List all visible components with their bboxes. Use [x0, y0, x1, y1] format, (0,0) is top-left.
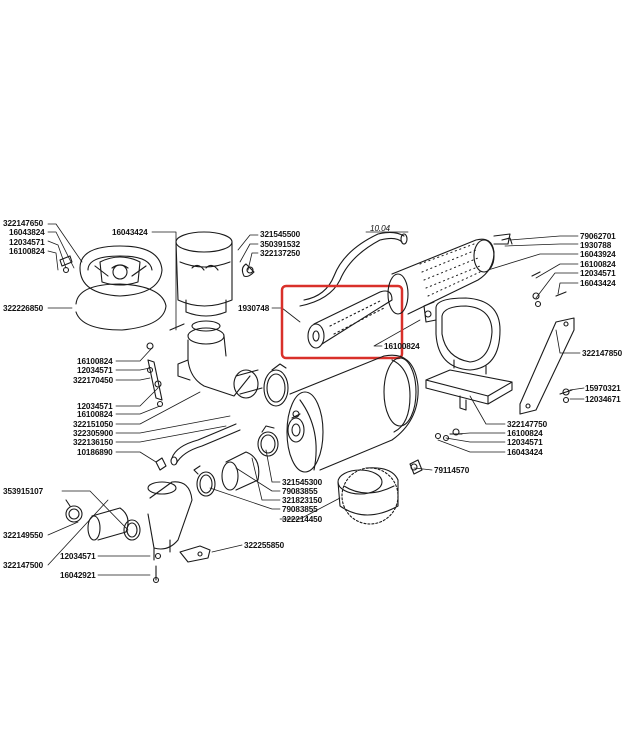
vacuator-tube-part[interactable]	[170, 423, 241, 466]
inlet-elbow-part[interactable]	[177, 327, 263, 399]
lower-elbow-part[interactable]	[147, 481, 193, 561]
lower-clamp-a-part[interactable]	[65, 499, 83, 523]
part-label-12034571[interactable]: 12034571	[77, 366, 113, 375]
part-label-16043424[interactable]: 16043424	[112, 228, 148, 237]
inner-tube-1930748-part[interactable]	[307, 290, 393, 349]
hose-clamp-mid-part[interactable]	[257, 425, 279, 457]
part-label-322149550[interactable]: 322149550	[3, 531, 44, 540]
part-label-322170450[interactable]: 322170450	[73, 376, 114, 385]
bracket-base-part[interactable]	[425, 359, 513, 411]
precleaner-cap-part[interactable]	[175, 231, 233, 332]
part-label-322137250[interactable]: 322137250	[260, 249, 301, 258]
reference-10-04: 10.04	[370, 224, 390, 233]
cover-plate-part[interactable]	[79, 245, 163, 297]
part-label-10186890[interactable]: 10186890	[77, 448, 113, 457]
part-label-1930788[interactable]: 1930788	[580, 241, 612, 250]
part-label-322136150[interactable]: 322136150	[73, 438, 114, 447]
part-label-16100824[interactable]: 16100824	[9, 247, 45, 256]
hose-sleeve-part[interactable]	[221, 451, 260, 491]
part-label-12034571[interactable]: 12034571	[60, 552, 96, 561]
fasteners-group[interactable]	[59, 237, 573, 584]
part-label-79114570[interactable]: 79114570	[434, 466, 470, 475]
safety-cartridge-part[interactable]	[387, 233, 511, 315]
part-label-12034571[interactable]: 12034571	[507, 438, 543, 447]
hose-clamp-upper-part[interactable]	[263, 363, 289, 407]
main-filter-housing-part[interactable]	[286, 354, 419, 473]
small-hose-part[interactable]	[241, 263, 255, 278]
part-label-16100824[interactable]: 16100824	[384, 342, 420, 351]
part-label-16100824[interactable]: 16100824	[77, 410, 113, 419]
part-label-16042921[interactable]: 16042921	[60, 571, 96, 580]
part-label-322226850[interactable]: 322226850	[3, 304, 44, 313]
part-label-79083855[interactable]: 79083855	[282, 505, 318, 514]
part-label-16043824[interactable]: 16043824	[9, 228, 45, 237]
part-label-16043924[interactable]: 16043924	[580, 250, 616, 259]
part-label-12034571[interactable]: 12034571	[580, 269, 616, 278]
part-label-16043424[interactable]: 16043424	[507, 448, 543, 457]
part-label-322147850[interactable]: 322147850	[582, 349, 623, 358]
part-label-79083855[interactable]: 79083855	[282, 487, 318, 496]
part-label-322214450[interactable]: 322214450	[282, 515, 323, 524]
part-label-322255850[interactable]: 322255850	[244, 541, 285, 550]
lower-clamp-b-part[interactable]	[123, 519, 141, 541]
highlight-box	[280, 284, 404, 360]
part-label-321823150[interactable]: 321823150	[282, 496, 323, 505]
part-label-322147750[interactable]: 322147750	[507, 420, 548, 429]
hose-clamp-lower-part[interactable]	[193, 465, 216, 497]
part-label-322305900[interactable]: 322305900	[73, 429, 114, 438]
part-label-322147500[interactable]: 322147500	[3, 561, 44, 570]
strap-bracket-part[interactable]	[519, 317, 575, 415]
part-label-321545500[interactable]: 321545500	[260, 230, 301, 239]
lower-sleeve-part[interactable]	[87, 507, 129, 541]
part-label-16100824[interactable]: 16100824	[77, 357, 113, 366]
part-label-12034571[interactable]: 12034571	[77, 402, 113, 411]
part-label-350391532[interactable]: 350391532	[260, 240, 301, 249]
curved-hose-part[interactable]	[299, 231, 408, 307]
part-label-12034671[interactable]: 12034671	[585, 395, 621, 404]
part-label-353915107[interactable]: 353915107	[3, 487, 44, 496]
part-label-16043424[interactable]: 16043424	[580, 279, 616, 288]
leader-lines	[47, 223, 585, 576]
part-label-15970321[interactable]: 15970321	[585, 384, 621, 393]
part-label-79062701[interactable]: 79062701	[580, 232, 616, 241]
support-tab-part[interactable]	[179, 545, 211, 563]
part-label-321545300[interactable]: 321545300	[282, 478, 323, 487]
dust-cup-part[interactable]	[337, 467, 399, 525]
part-label-12034571[interactable]: 12034571	[9, 238, 45, 247]
part-label-16100824[interactable]: 16100824	[507, 429, 543, 438]
part-label-322151050[interactable]: 322151050	[73, 420, 114, 429]
part-label-322147650[interactable]: 322147650	[3, 219, 44, 228]
mounting-band-part[interactable]	[423, 297, 501, 371]
part-label-1930748[interactable]: 1930748	[238, 304, 270, 313]
gasket-ring-part[interactable]	[75, 283, 167, 331]
part-label-16100824[interactable]: 16100824	[580, 260, 616, 269]
